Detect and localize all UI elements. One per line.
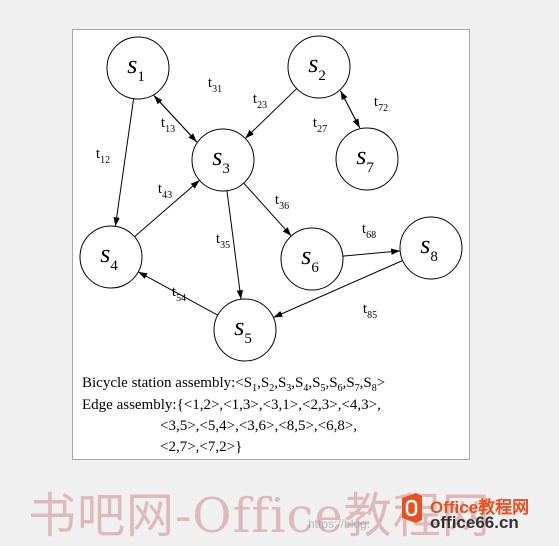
edge-label-t85: t85 bbox=[363, 301, 377, 321]
edge-5-4 bbox=[137, 271, 219, 316]
logo-title: Office教程网 bbox=[430, 498, 530, 517]
station-item: S4 bbox=[295, 375, 309, 394]
node-label-s6: s6 bbox=[301, 241, 319, 276]
station-assembly-line: Bicycle station assembly:<S1,S2,S3,S4,S5… bbox=[82, 373, 385, 399]
logo-domain: office66.cn bbox=[430, 513, 519, 532]
edge-3-5 bbox=[226, 190, 243, 300]
edge-7-2 bbox=[339, 90, 361, 129]
edge-assembly-line2: <3,5>,<5,4>,<3,6>,<8,5>,<6,8>, bbox=[160, 418, 358, 434]
edge-assembly-line3: <2,7>,<7,2>} bbox=[160, 439, 243, 455]
edge-2-3 bbox=[244, 88, 298, 139]
node-s5 bbox=[213, 298, 277, 362]
node-label-s3: s3 bbox=[212, 142, 230, 177]
state-graph: s1 s2 s3 s4 s5 s6 s7 s8 t31 t13 t12 t23 t27 t72 t43 t3… bbox=[79, 35, 463, 362]
edge-label-t54: t54 bbox=[172, 284, 186, 304]
edge-8-5 bbox=[273, 260, 403, 318]
node-label-s7: s7 bbox=[356, 141, 374, 176]
node-s2 bbox=[287, 35, 351, 99]
node-label-s2: s2 bbox=[308, 49, 326, 84]
edge-1-3 bbox=[153, 95, 198, 143]
node-s4 bbox=[79, 225, 143, 289]
office-logo-icon bbox=[402, 493, 422, 523]
station-item: S7 bbox=[346, 375, 360, 394]
edge-label-t35: t35 bbox=[216, 231, 230, 251]
node-s8 bbox=[399, 216, 463, 280]
edge-3-6 bbox=[243, 182, 292, 237]
node-label-s4: s4 bbox=[100, 239, 118, 274]
watermark-url: https://blog. bbox=[308, 517, 371, 531]
node-label-s5: s5 bbox=[234, 312, 252, 347]
edge-6-8 bbox=[342, 248, 401, 257]
station-items: S1,S2,S3,S4,S5,S6,S7,S8 bbox=[243, 375, 377, 394]
station-item: S6 bbox=[329, 375, 343, 394]
station-item: S5 bbox=[312, 375, 326, 394]
station-item: S1 bbox=[243, 375, 258, 394]
station-item: S8 bbox=[363, 375, 377, 394]
edge-label-t12: t12 bbox=[96, 146, 110, 166]
station-item: S2 bbox=[260, 375, 275, 394]
edge-label-t27: t27 bbox=[313, 115, 327, 135]
edge-label-t36: t36 bbox=[275, 192, 289, 212]
node-s1 bbox=[106, 36, 170, 100]
edge-label-t43: t43 bbox=[158, 181, 172, 201]
edge-label-t72: t72 bbox=[374, 94, 388, 114]
diagram-panel: s1 s2 s3 s4 s5 s6 s7 s8 t31 t13 t12 t23 t27 t72 t43 t3… bbox=[72, 29, 470, 460]
edge-assembly-line1: Edge assembly:{<1,2>,<1,3>,<3,1>,<2,3>,<… bbox=[82, 397, 381, 413]
node-s6 bbox=[280, 227, 344, 291]
edge-label-t68: t68 bbox=[362, 221, 376, 241]
edge-4-3 bbox=[134, 179, 200, 238]
node-label-s8: s8 bbox=[420, 230, 438, 265]
edge-label-t31: t31 bbox=[208, 75, 222, 95]
node-s3 bbox=[191, 128, 255, 192]
node-s7 bbox=[335, 127, 399, 191]
station-prefix: Bicycle station assembly:< bbox=[82, 375, 244, 391]
edge-1-4 bbox=[113, 98, 135, 227]
node-label-s1: s1 bbox=[127, 50, 145, 85]
station-suffix: > bbox=[376, 375, 386, 391]
edge-label-t13: t13 bbox=[161, 115, 175, 135]
station-item: S3 bbox=[277, 375, 292, 394]
edge-label-t23: t23 bbox=[253, 91, 267, 111]
